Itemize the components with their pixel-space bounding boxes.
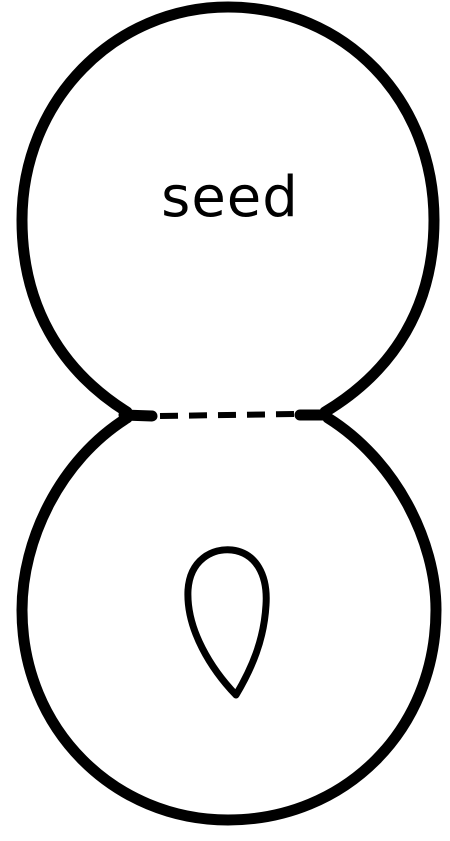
- fold-dashed-line: [160, 414, 296, 416]
- seed-label: seed: [100, 158, 360, 238]
- seed-icon: [188, 550, 266, 695]
- bottom-panel-outline: [22, 418, 436, 820]
- fold-left-end: [124, 415, 152, 416]
